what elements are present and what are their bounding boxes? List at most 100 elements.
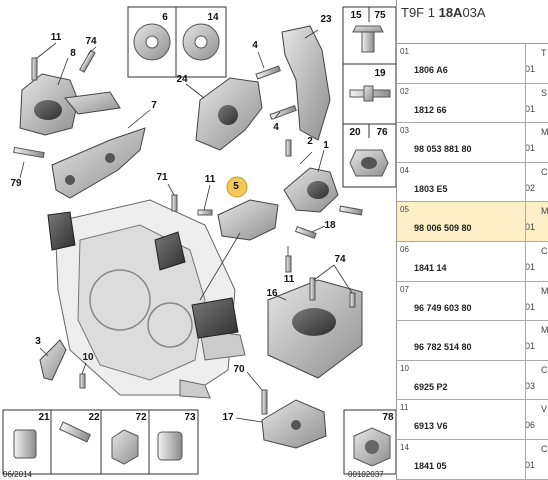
- qty-divider: [525, 360, 526, 400]
- callout-70[interactable]: 70: [233, 364, 245, 375]
- callout-23[interactable]: 23: [320, 14, 332, 25]
- callout-10[interactable]: 10: [82, 352, 94, 363]
- callout-5[interactable]: 5: [233, 181, 239, 192]
- callout-11[interactable]: 11: [284, 274, 295, 285]
- callout-22[interactable]: 22: [88, 412, 100, 423]
- qty-divider: [525, 321, 526, 360]
- callout-4[interactable]: 4: [252, 40, 258, 51]
- leader-lines: [19, 29, 353, 423]
- ref-suffix: 03A: [462, 5, 486, 20]
- callout-1[interactable]: 1: [323, 140, 329, 151]
- callout-79[interactable]: 79: [10, 178, 22, 189]
- callout-11[interactable]: 11: [51, 32, 62, 43]
- row-pn: 1806 A6: [414, 65, 448, 75]
- callout-73[interactable]: 73: [184, 412, 196, 423]
- callout-7[interactable]: 7: [151, 100, 157, 111]
- row-tail: C: [541, 443, 548, 454]
- row-pn: 98 006 509 80: [414, 223, 472, 234]
- row-qty: 01: [525, 459, 536, 470]
- callout-16[interactable]: 16: [266, 288, 278, 299]
- callout-3[interactable]: 3: [35, 336, 41, 347]
- bracket-17: [261, 399, 327, 449]
- callout-15[interactable]: 15: [350, 10, 362, 21]
- row-pn: 1803 E5: [414, 183, 448, 194]
- row-pos: 11: [400, 403, 409, 413]
- row-pn: 6925 P2: [414, 381, 448, 392]
- parts-row[interactable]: 04 1803 E5 02 C: [397, 162, 548, 203]
- bracket-23: [281, 25, 331, 141]
- row-tail: M: [541, 325, 548, 336]
- qty-divider: [525, 281, 526, 321]
- callout-14[interactable]: 14: [207, 12, 219, 23]
- exploded-diagram-svg: 1174877961415752342441920762171115181131…: [2, 6, 396, 475]
- row-tail: C: [541, 166, 548, 177]
- callout-11[interactable]: 11: [205, 174, 216, 185]
- row-qty: 01: [525, 103, 536, 114]
- row-tail: M: [541, 206, 548, 217]
- inset-box-bottom: [2, 409, 396, 475]
- callout-21[interactable]: 21: [38, 412, 50, 423]
- bracket-24: [195, 77, 263, 151]
- qty-divider: [525, 202, 526, 241]
- row-qty: 01: [525, 301, 536, 312]
- row-pos: 04: [400, 165, 409, 175]
- callout-78[interactable]: 78: [382, 412, 394, 423]
- qty-divider: [525, 162, 526, 202]
- row-pos: 14: [400, 442, 409, 452]
- parts-row[interactable]: 10 6925 P2 03 C: [397, 360, 548, 401]
- parts-row[interactable]: 14 1841 05 01 C: [397, 439, 548, 480]
- callout-74[interactable]: 74: [85, 36, 97, 47]
- row-qty: 03: [525, 380, 536, 391]
- mount-16: [267, 279, 363, 379]
- row-tail: M: [541, 127, 548, 138]
- row-qty: 01: [525, 261, 536, 272]
- row-pos: 03: [400, 126, 409, 136]
- ref-prefix: T9F 1: [401, 5, 435, 20]
- row-pn: 1812 66: [414, 104, 447, 115]
- highlight-badge-5[interactable]: [226, 176, 248, 198]
- callout-2[interactable]: 2: [307, 136, 313, 147]
- row-pos: 10: [400, 363, 409, 373]
- row-tail: C: [541, 364, 548, 375]
- callout-74[interactable]: 74: [334, 254, 346, 265]
- qty-divider: [525, 44, 526, 83]
- callout-19[interactable]: 19: [374, 68, 386, 79]
- row-pos: 01: [400, 47, 409, 56]
- callout-24[interactable]: 24: [176, 74, 188, 85]
- diagram-code: 00102037: [348, 470, 384, 479]
- row-pn: 98 053 881 80: [414, 144, 472, 155]
- callout-17[interactable]: 17: [222, 412, 234, 423]
- row-pos: 06: [400, 244, 409, 254]
- callout-18[interactable]: 18: [324, 220, 336, 231]
- bracket-3: [39, 339, 67, 381]
- callout-75[interactable]: 75: [374, 10, 386, 21]
- row-qty: 01: [525, 222, 536, 233]
- callout-6[interactable]: 6: [162, 12, 168, 23]
- callout-72[interactable]: 72: [135, 412, 147, 423]
- ref-bold: 18A: [438, 5, 463, 20]
- row-pn: 1841 05: [414, 460, 447, 471]
- row-pn: 96 749 603 80: [414, 302, 472, 313]
- row-qty: 02: [525, 182, 536, 193]
- callout-20[interactable]: 20: [349, 127, 361, 138]
- row-tail: T: [541, 48, 547, 58]
- row-tail: C: [541, 245, 548, 256]
- callout-8[interactable]: 8: [70, 48, 76, 59]
- row-pn: 6913 V6: [414, 421, 448, 432]
- qty-divider: [525, 439, 526, 479]
- callout-4[interactable]: 4: [273, 122, 279, 133]
- qty-divider: [525, 400, 526, 439]
- qty-divider: [525, 241, 526, 281]
- callout-71[interactable]: 71: [156, 172, 168, 183]
- callout-76[interactable]: 76: [376, 127, 388, 138]
